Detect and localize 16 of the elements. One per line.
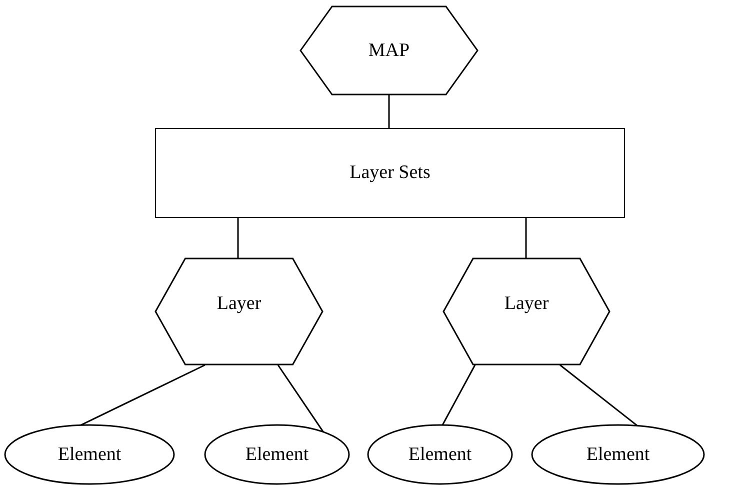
node-label: Layer bbox=[504, 292, 549, 314]
node-label: Element bbox=[245, 444, 309, 466]
connector-line bbox=[80, 364, 206, 426]
connector-line bbox=[237, 218, 239, 258]
node-label: MAP bbox=[368, 40, 410, 62]
connector-line bbox=[525, 218, 527, 258]
node-label: Element bbox=[58, 444, 122, 466]
connector-line bbox=[277, 364, 324, 432]
node-label: Layer bbox=[216, 292, 262, 314]
node-label: Layer Sets bbox=[350, 162, 430, 184]
connector-line bbox=[560, 364, 638, 426]
node-label: Element bbox=[586, 444, 650, 466]
connector-line bbox=[388, 95, 390, 128]
connector-line bbox=[442, 364, 476, 426]
process-box bbox=[155, 128, 625, 218]
node-label: Element bbox=[408, 444, 472, 466]
